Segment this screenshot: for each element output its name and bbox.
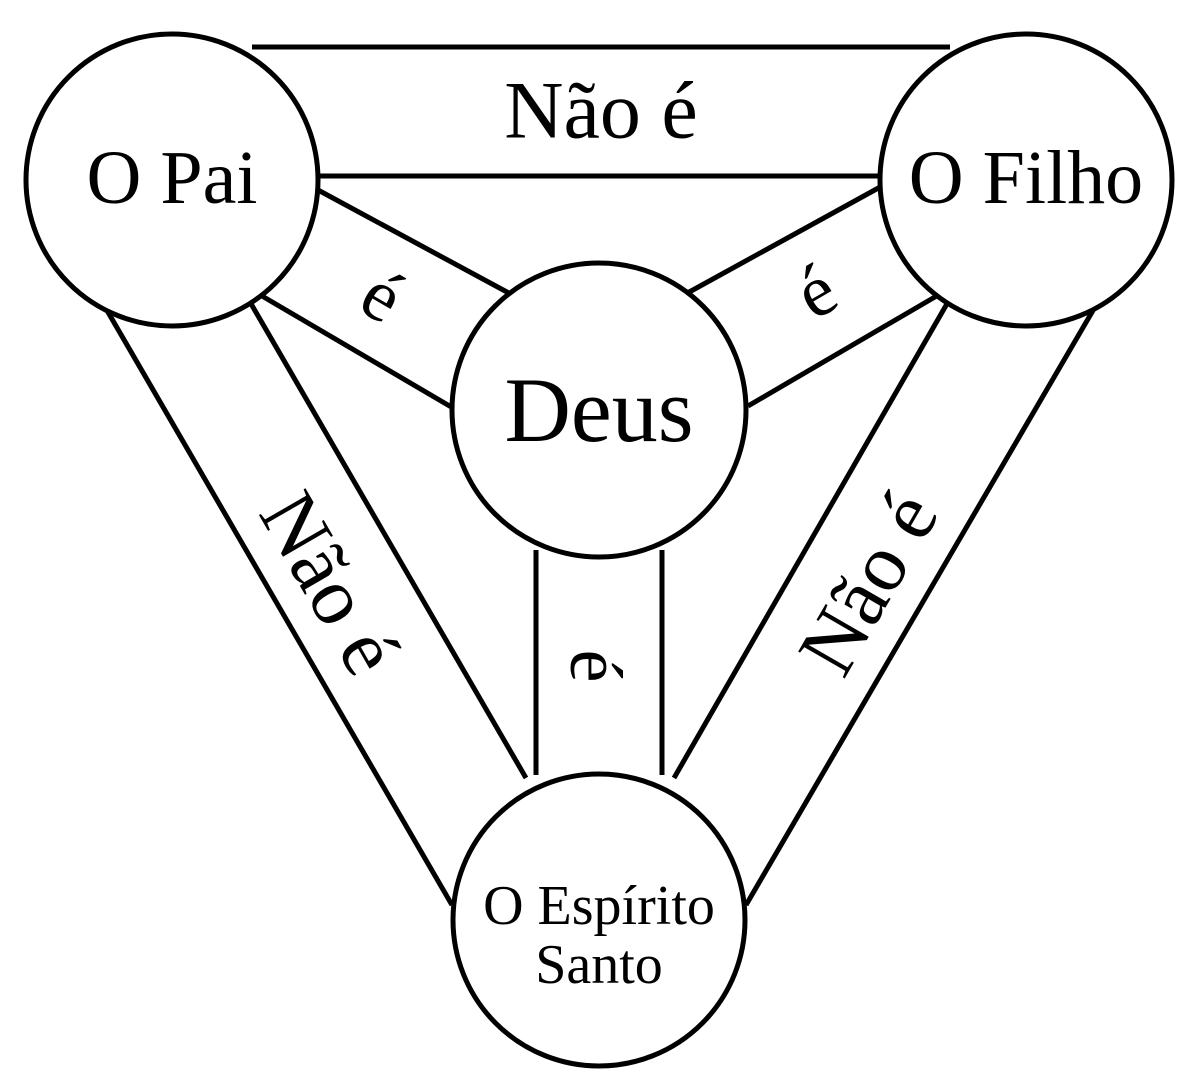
- band-father-son: [252, 44, 950, 179]
- label-son-god: é: [781, 248, 850, 335]
- band-father-god: [260, 187, 520, 411]
- node-spirit-label-line1: O Espírito: [483, 875, 715, 937]
- node-son-circle: [877, 31, 1175, 329]
- node-son: O Filho: [877, 31, 1175, 329]
- node-father-circle: [23, 31, 321, 329]
- node-spirit: O Espírito Santo: [450, 771, 748, 1069]
- node-father: O Pai: [23, 31, 321, 329]
- node-god-circle: [449, 260, 749, 560]
- label-spirit-god: é: [554, 650, 636, 683]
- band-son-spirit-inner-edge: [671, 300, 951, 780]
- label-father-god: é: [347, 252, 416, 339]
- node-god: Deus: [449, 260, 749, 560]
- label-father-son: Não é: [504, 65, 698, 156]
- band-father-god-upper-edge: [316, 187, 520, 301]
- node-spirit-circle: [450, 771, 748, 1069]
- band-son-god-upper-edge: [680, 183, 884, 299]
- band-father-spirit: [102, 300, 529, 907]
- node-spirit-label-line2: Santo: [535, 934, 663, 996]
- band-god-spirit: [533, 550, 665, 775]
- band-son-spirit-outer-edge: [743, 305, 1098, 907]
- band-son-god: [680, 183, 942, 409]
- band-father-god-lower-edge: [260, 293, 455, 411]
- band-son-god-lower-edge: [746, 291, 942, 409]
- band-father-spirit-inner-edge: [247, 300, 529, 780]
- node-son-label: O Filho: [909, 136, 1143, 220]
- node-god-label: Deus: [504, 359, 693, 461]
- band-father-spirit-outer-edge: [102, 305, 455, 907]
- label-father-spirit: Não é: [242, 476, 418, 689]
- label-son-spirit: Não é: [780, 476, 956, 689]
- node-father-label: O Pai: [87, 136, 258, 220]
- band-son-spirit: [671, 300, 1098, 907]
